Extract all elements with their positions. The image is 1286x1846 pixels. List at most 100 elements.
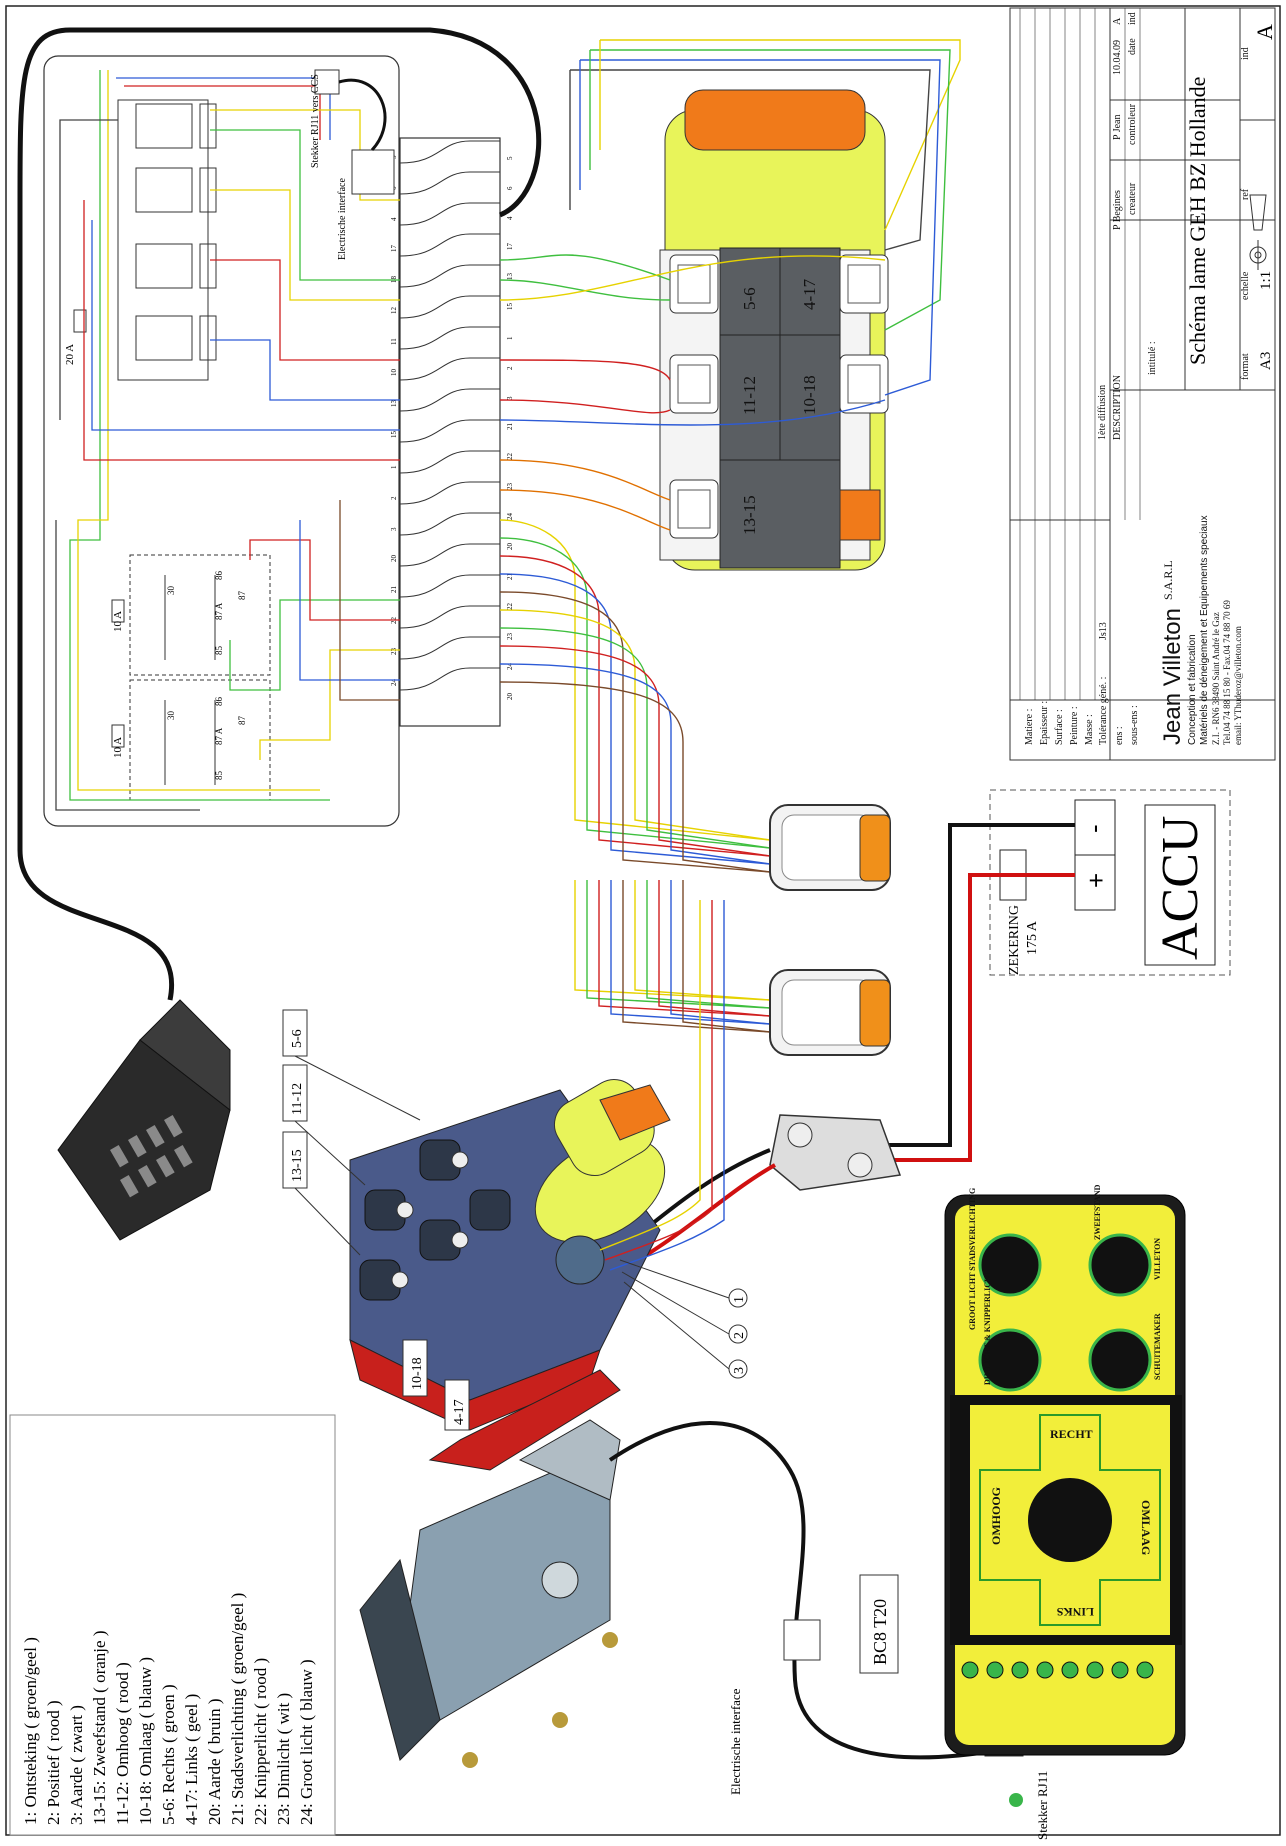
remote-cross-links: LINKS xyxy=(1056,1605,1094,1619)
terminal-number-out: 23 xyxy=(506,633,514,641)
terminal-number-out: 24 xyxy=(506,663,514,671)
terminal-number-out: 6 xyxy=(506,186,514,190)
terminal-number-out: 15 xyxy=(506,303,514,311)
remote-label-groot-licht: GROOT LICHT STADSVERLICHTING xyxy=(968,1188,977,1330)
tb-intitule: intitulé : xyxy=(1147,341,1158,375)
bundle-wire xyxy=(499,609,771,841)
terminal-number-out: 1 xyxy=(506,336,514,340)
terminal-number-out: 17 xyxy=(506,243,514,251)
bundle-wire xyxy=(658,880,771,1017)
tb-format-label: format xyxy=(1240,353,1251,380)
tb-scale-label: echelle xyxy=(1240,271,1251,300)
terminal-slot xyxy=(399,512,500,536)
terminal-number: 13 xyxy=(390,400,398,408)
terminal-number-out: 5 xyxy=(506,156,514,160)
terminal-number-out: 3 xyxy=(506,396,514,400)
coil-connector xyxy=(669,354,719,414)
remote-black-cable xyxy=(608,1421,1001,1760)
bundle-wire xyxy=(646,880,771,1009)
accu-minus-label: - xyxy=(1079,824,1109,833)
legend-item: 11-12: Omhoog ( rood ) xyxy=(113,1662,132,1825)
bc8-label-box: BC8 T20 xyxy=(859,1574,899,1674)
terminal-number-out: 21 xyxy=(506,423,514,431)
legend-item: 21: Stadsverlichting ( groen/geel ) xyxy=(228,1593,247,1825)
relay-30a-2: 30 86 87 A 87 85 xyxy=(129,679,271,801)
tb-format: A3 xyxy=(1258,352,1274,370)
terminal-number: 3 xyxy=(390,527,398,531)
bundle-wire xyxy=(499,663,771,865)
company-line2: Matériels de déneigement et Equipements … xyxy=(1199,515,1210,745)
terminal-number-out: 22 xyxy=(506,603,514,611)
terminal-number-out: 23 xyxy=(506,483,514,491)
terminal-number: 15 xyxy=(390,431,398,439)
electrische-interface-2-label: Electrische interface xyxy=(728,1688,743,1795)
tb-surface: Surface : xyxy=(1054,709,1065,745)
remote-label-zweefstand: ZWEEFSTAND xyxy=(1093,1184,1102,1240)
multipin-connector xyxy=(57,999,231,1241)
tb-matiere: Matiere : xyxy=(1024,709,1035,745)
legend-item: 20: Aarde ( bruin ) xyxy=(205,1698,224,1825)
zekering-label: ZEKERING xyxy=(1007,905,1022,975)
terminal-slot xyxy=(399,574,500,598)
terminal-slot xyxy=(399,326,500,350)
terminal-slot xyxy=(399,388,500,412)
terminal-strip: 2423222120321151310111218174652024232221… xyxy=(390,137,514,727)
company-line5: email: YThuderoz@villeton.com xyxy=(1233,626,1243,745)
terminal-slot xyxy=(399,140,500,164)
terminal-slot xyxy=(399,202,500,226)
block-label-13-15: 13-15 xyxy=(740,495,759,535)
accu-plus-label: + xyxy=(1081,873,1111,888)
terminal-number: 21 xyxy=(390,586,398,594)
terminal-slot xyxy=(399,171,500,195)
tb-ens: ens : xyxy=(1114,726,1125,745)
legend-item: 22: Knipperlicht ( rood ) xyxy=(251,1658,270,1825)
coil-connector xyxy=(839,354,889,414)
bc8-label: BC8 T20 xyxy=(870,1599,890,1665)
projection-symbol-icon xyxy=(1249,194,1267,270)
remote-control: GROOT LICHT STADSVERLICHTING ZWEEFSTAND … xyxy=(944,1184,1186,1807)
terminal-slot xyxy=(399,264,500,288)
fuse-10a-1-label: 10 A xyxy=(112,611,124,632)
company-name: Jean Villeton xyxy=(1159,608,1186,745)
legend-item: 3: Aarde ( zwart ) xyxy=(67,1705,86,1825)
legend-item: 23: Dimlicht ( wit ) xyxy=(274,1693,293,1825)
terminal-number: 20 xyxy=(390,555,398,563)
company-suffix: S.A.R.L xyxy=(1161,560,1175,600)
terminal-slot xyxy=(399,295,500,319)
callout-3: 3 xyxy=(732,1367,747,1374)
svg-text:30: 30 xyxy=(166,711,176,721)
accu-battery: - + ACCU xyxy=(989,789,1231,976)
terminal-number-out: 21 xyxy=(506,573,514,581)
tb-diffusion: 1ète diffusion xyxy=(1097,385,1108,440)
callout-1: 1 xyxy=(732,1296,747,1303)
fuse-10a-2: 10 A xyxy=(111,724,125,758)
block-label-5-6: 5-6 xyxy=(740,287,759,310)
tb-peinture: Peinture : xyxy=(1069,706,1080,745)
tb-date-label: date xyxy=(1127,38,1138,55)
terminal-number-out: 13 xyxy=(506,273,514,281)
wire-legend: 1: Ontsteking ( groen/geel )2: Positief … xyxy=(9,1414,336,1836)
svg-text:87 A: 87 A xyxy=(214,727,224,745)
relay-module-top xyxy=(117,99,217,381)
remote-cross-recht: RECHT xyxy=(1050,1427,1093,1441)
work-lamp-1 xyxy=(769,804,891,891)
coil-connector xyxy=(669,479,719,539)
bundle-wire xyxy=(682,880,771,1033)
terminal-number: 12 xyxy=(390,307,398,315)
stekker-ccs-label: Stekker RJ11 vers CCS xyxy=(310,74,321,168)
remote-cross-omlaag: OMLAAG xyxy=(1139,1500,1153,1555)
terminal-number: 17 xyxy=(390,245,398,253)
relay-red-cable xyxy=(628,1163,776,1267)
remote-label-maker: SCHUITEMAKER xyxy=(1153,1313,1162,1380)
terminal-slot xyxy=(399,450,500,474)
terminal-slot xyxy=(399,481,500,505)
relay-30a-1: 30 86 87 A 87 85 xyxy=(129,554,271,676)
terminal-number-out: 2 xyxy=(506,366,514,370)
bundle-wire xyxy=(499,645,771,857)
electrische-interface-2: Electrische interface xyxy=(728,1619,821,1795)
hydraulic-pump-3d xyxy=(349,1079,671,1471)
tb-description: DESCRIPTION xyxy=(1112,375,1123,440)
power-relay xyxy=(769,1114,902,1191)
bundle-wire xyxy=(610,880,771,1025)
bundle-wire xyxy=(499,537,771,849)
